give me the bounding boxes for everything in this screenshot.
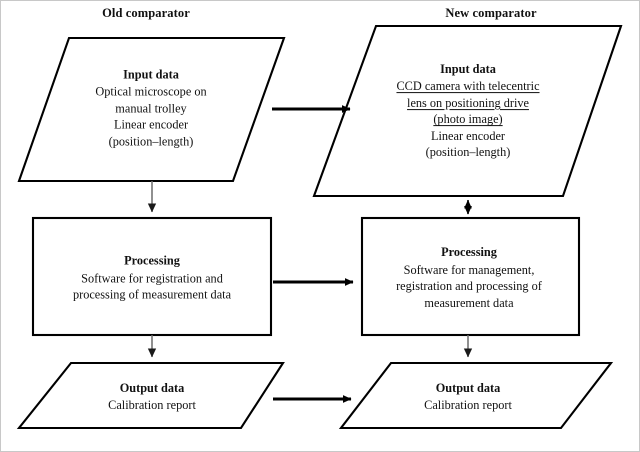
old-processing-heading: Processing xyxy=(124,253,180,268)
new-processing-line-1-emphasis: management xyxy=(468,262,532,277)
old-output-line-1: Calibration report xyxy=(108,398,196,413)
new-input-line-2: lens on positioning drive xyxy=(407,96,529,111)
old-input-line-2: manual trolley xyxy=(115,101,187,116)
new-input-line-4: Linear encoder xyxy=(430,128,506,143)
old-processing-line-1: Software for registration and xyxy=(81,271,223,286)
new-input-line-1: CCD camera with telecentric xyxy=(396,79,540,94)
column-title-new-comparator: New comparator xyxy=(445,6,537,20)
old-input-line-1: Optical microscope on xyxy=(95,84,207,99)
new-input-text: Input data CCD camera with telecentric l… xyxy=(396,61,539,161)
old-output-text: Output data Calibration report xyxy=(108,380,196,414)
new-input-line-3: (photo image) xyxy=(433,112,503,127)
new-processing-line-1-suffix: , xyxy=(531,262,535,277)
new-processing-line-2: registration and processing of xyxy=(396,279,542,294)
old-input-text: Input data Optical microscope on manual … xyxy=(95,66,206,149)
old-input-heading: Input data xyxy=(123,67,179,82)
new-processing-line-1: Software for management, xyxy=(396,262,542,279)
column-title-old-comparator: Old comparator xyxy=(102,6,190,20)
new-processing-text: Processing Software for management, regi… xyxy=(396,244,542,312)
old-input-line-3: Linear encoder xyxy=(113,117,189,132)
old-processing-text: Processing Software for registration and… xyxy=(73,252,231,303)
old-processing-line-2: processing of measurement data xyxy=(72,287,232,302)
new-processing-heading: Processing xyxy=(441,245,497,260)
old-output-heading: Output data xyxy=(119,381,185,396)
new-input-heading: Input data xyxy=(440,62,496,77)
new-processing-line-3: measurement data xyxy=(424,296,514,311)
new-processing-line-1-prefix: Software for xyxy=(403,262,469,277)
new-input-line-5: (position–length) xyxy=(425,145,511,160)
new-output-text: Output data Calibration report xyxy=(424,380,512,414)
old-input-line-4: (position–length) xyxy=(108,134,194,149)
new-output-heading: Output data xyxy=(435,381,501,396)
new-output-line-1: Calibration report xyxy=(424,398,512,413)
